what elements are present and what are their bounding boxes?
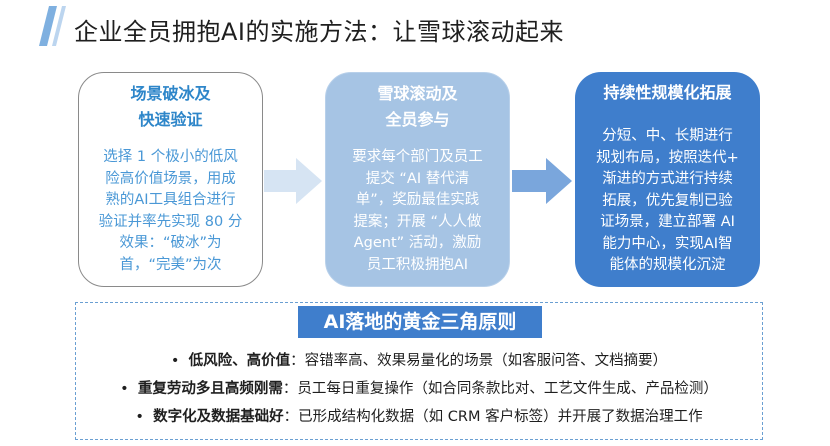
arrow-right-icon [264,158,322,204]
arrow-right-icon [512,158,572,204]
step-1-heading: 场景破冰及 快速验证 [130,84,211,129]
step-box-1: 场景破冰及 快速验证 选择 1 个极小的低风 险高价值场景，用成 熟的AI工具组… [78,72,263,287]
step-box-2: 雪球滚动及 全员参与 要求每个部门及员工 提交 “AI 替代清 单”，奖励最佳实… [325,72,510,287]
principles-frame [75,302,763,440]
step-2-heading: 雪球滚动及 全员参与 [377,84,458,129]
principle-key: 数字化及数据基础好 [153,409,284,425]
principle-text: ：已形成结构化数据（如 CRM 客户标签）并开展了数据治理工作 [283,409,703,425]
step-1-description: 选择 1 个极小的低风 险高价值场景，用成 熟的AI工具组合进行 验证并率先实现… [98,149,243,273]
principle-item: • 重复劳动多且高频刚需：员工每日重复操作（如合同条款比对、工艺文件生成、产品检… [75,377,763,398]
step-3-heading: 持续性规模化拓展 [603,83,732,102]
page-title: 企业全员拥抱AI的实施方法：让雪球滚动起来 [74,18,564,46]
principle-key: 低风险、高价值 [188,353,291,369]
principles-title: AI落地的黄金三角原则 [298,306,542,338]
principle-item: • 数字化及数据基础好：已形成结构化数据（如 CRM 客户标签）并开展了数据治理… [75,405,763,426]
step-2-description: 要求每个部门及员工 提交 “AI 替代清 单”，奖励最佳实践 提案；开展 “人人… [352,149,483,273]
principle-text: ：容错率高、效果易量化的场景（如客服问答、文档摘要） [290,353,668,369]
principle-key: 重复劳动多且高频刚需 [137,381,283,397]
principle-text: ：员工每日重复操作（如合同条款比对、工艺文件生成、产品检测） [282,381,718,397]
step-3-description: 分短、中、长期进行 规划布局，按照迭代+ 渐进的方式进行持续 拓展，优先复制已验… [596,128,739,273]
bullet: • [170,353,180,369]
bullet: • [135,409,144,425]
bullet: • [120,381,129,397]
step-box-3: 持续性规模化拓展 分短、中、长期进行 规划布局，按照迭代+ 渐进的方式进行持续 … [575,72,760,287]
principle-item: • 低风险、高价值：容错率高、效果易量化的场景（如客服问答、文档摘要） [75,349,763,370]
